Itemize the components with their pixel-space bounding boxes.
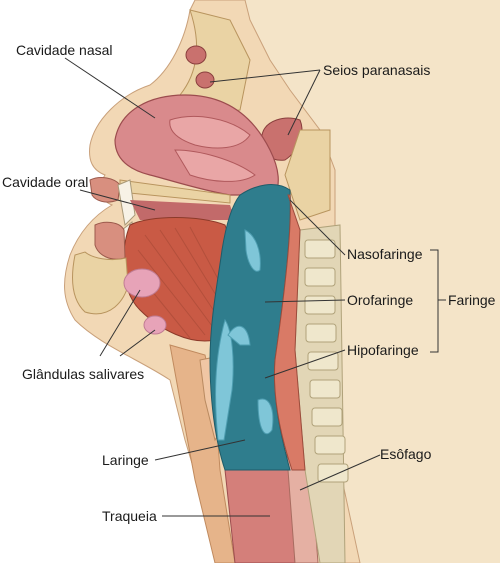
upper-lip xyxy=(89,177,121,203)
epiglottis xyxy=(227,325,251,346)
label-esophagus: Esôfago xyxy=(380,446,432,462)
skull-back xyxy=(245,0,500,563)
salivary-gland-lower xyxy=(143,315,167,335)
oral-cavity xyxy=(130,200,235,220)
label-hypopharynx: Hipofaringe xyxy=(347,342,419,358)
label-trachea: Traqueia xyxy=(102,508,157,524)
label-salivary-glands: Glândulas salivares xyxy=(22,366,145,382)
label-nasal-cavity: Cavidade nasal xyxy=(16,42,113,58)
frontal-sinus xyxy=(185,45,207,65)
clivus xyxy=(284,129,331,221)
vocal-folds xyxy=(257,398,274,435)
label-nasopharynx: Nasofaringe xyxy=(347,246,423,262)
label-pharynx: Faringe xyxy=(448,292,496,308)
label-oropharynx: Orofaringe xyxy=(347,292,414,308)
label-larynx: Laringe xyxy=(102,452,149,468)
sphenoid-sinus-upper xyxy=(195,71,215,89)
leader-lines xyxy=(64,57,381,517)
pharynx-light xyxy=(215,229,261,441)
salivary-gland-upper xyxy=(123,268,161,298)
label-paranasal-sinuses: Seios paranasais xyxy=(323,62,431,78)
pharynx-bracket xyxy=(430,249,446,353)
nasal-turbinates xyxy=(169,115,256,182)
tongue-fibers xyxy=(134,226,225,339)
label-oral-cavity: Cavidade oral xyxy=(2,174,89,190)
mandible xyxy=(72,251,129,315)
prevertebral-tissue xyxy=(273,194,306,471)
